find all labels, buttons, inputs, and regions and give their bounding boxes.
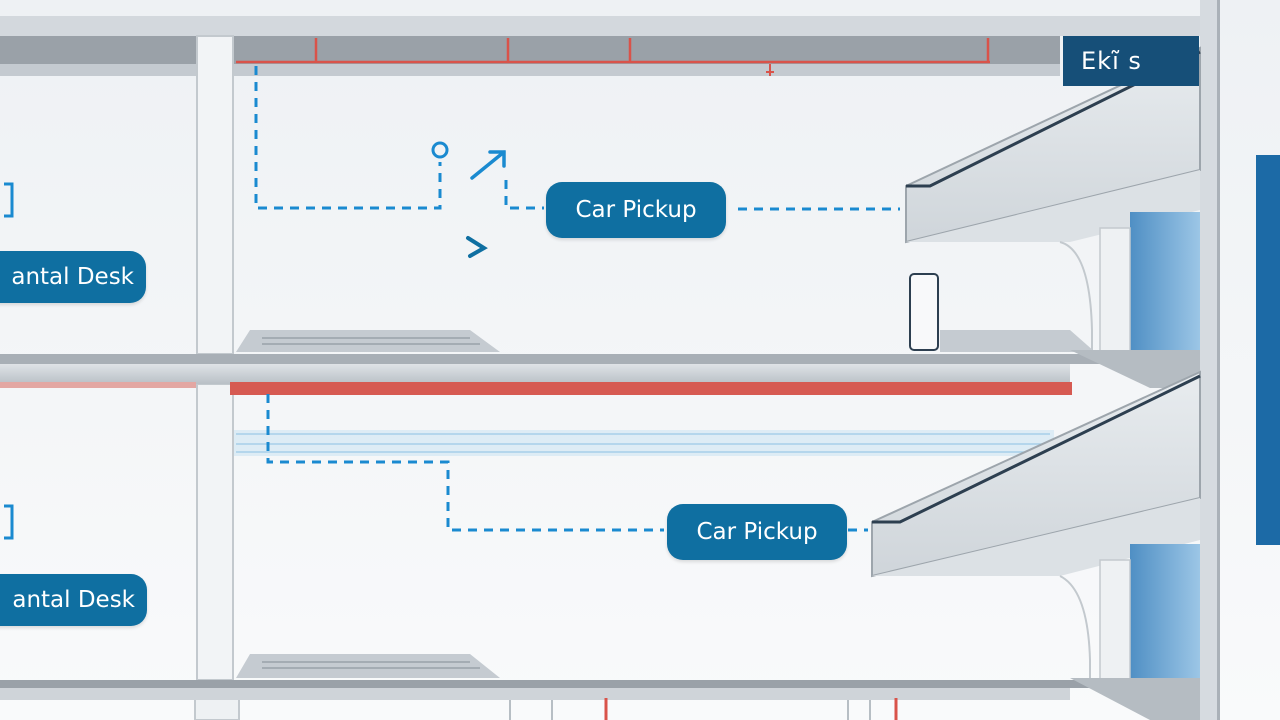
upper-glass: [1130, 212, 1200, 352]
column-left-base: [194, 697, 240, 720]
column-left-upper: [196, 35, 234, 355]
upper-ramp-underside: [906, 170, 1200, 242]
arrow-up-right-icon: [470, 150, 506, 180]
bottom-red-ticks: [604, 698, 898, 720]
upper-ramp-curve: [1059, 241, 1093, 352]
upper-rental-desk-text: antal Desk: [11, 263, 134, 290]
upper-ramp-edge: [906, 50, 1201, 188]
upper-bollard: [909, 273, 939, 351]
left-bracket-icon-lower: [4, 504, 14, 540]
upper-floor-plate: [940, 330, 1095, 352]
upper-vehicle: [236, 330, 500, 352]
chevron-right-icon: [466, 236, 488, 258]
middle-red-band: [230, 382, 1072, 395]
middle-red-band-left: [0, 382, 196, 388]
lower-duct-lines: [236, 433, 1050, 453]
exit-sign: Ekı̃ s: [1063, 36, 1199, 86]
outer-frame-right-edge: [1217, 0, 1220, 720]
roof-slab: [0, 16, 1200, 36]
lower-car-pickup-text: Car Pickup: [696, 518, 818, 545]
bottom-slab-face: [0, 688, 1070, 700]
exit-sign-label: Ekı̃ s: [1081, 47, 1142, 75]
right-edge-panel: [1256, 155, 1280, 545]
middle-slab: [0, 354, 1200, 364]
upper-support-column: [1099, 227, 1131, 353]
lower-vehicle: [236, 654, 500, 678]
route-marker-icon: [431, 141, 449, 159]
lower-glass: [1130, 544, 1200, 680]
upper-car-pickup-text: Car Pickup: [575, 196, 697, 223]
middle-slab-face: [0, 364, 1070, 384]
upper-vehicle-grille: [262, 337, 480, 345]
upper-car-pickup-label: Car Pickup: [546, 182, 726, 238]
roof-beam: [0, 36, 1060, 64]
lower-support-column: [1099, 559, 1131, 681]
outer-frame-right: [1200, 0, 1218, 720]
upper-red-tick: [766, 64, 774, 76]
lower-car-pickup-label: Car Pickup: [667, 504, 847, 560]
bottom-posts: [509, 700, 871, 720]
lower-rental-desk-text: antal Desk: [12, 586, 135, 613]
lower-vehicle-grille: [262, 661, 480, 669]
upper-route-hook: [504, 180, 544, 210]
lower-route-path: [266, 394, 664, 532]
lower-ramp-underside: [872, 498, 1200, 576]
lower-ramp-curve: [1059, 575, 1091, 680]
left-bracket-icon-upper: [4, 182, 14, 218]
upper-rental-desk-label: antal Desk: [0, 251, 146, 303]
roof-beam-lower: [0, 64, 1060, 76]
bottom-ramp-lip: [1070, 678, 1200, 720]
upper-red-line: [236, 38, 990, 64]
middle-ramp-lip: [1070, 350, 1200, 388]
bottom-slab: [0, 680, 1200, 688]
lower-ramp-edge: [872, 374, 1201, 524]
upper-route-path: [254, 66, 442, 210]
lower-rental-desk-label: antal Desk: [0, 574, 147, 626]
column-left-lower: [196, 383, 234, 681]
